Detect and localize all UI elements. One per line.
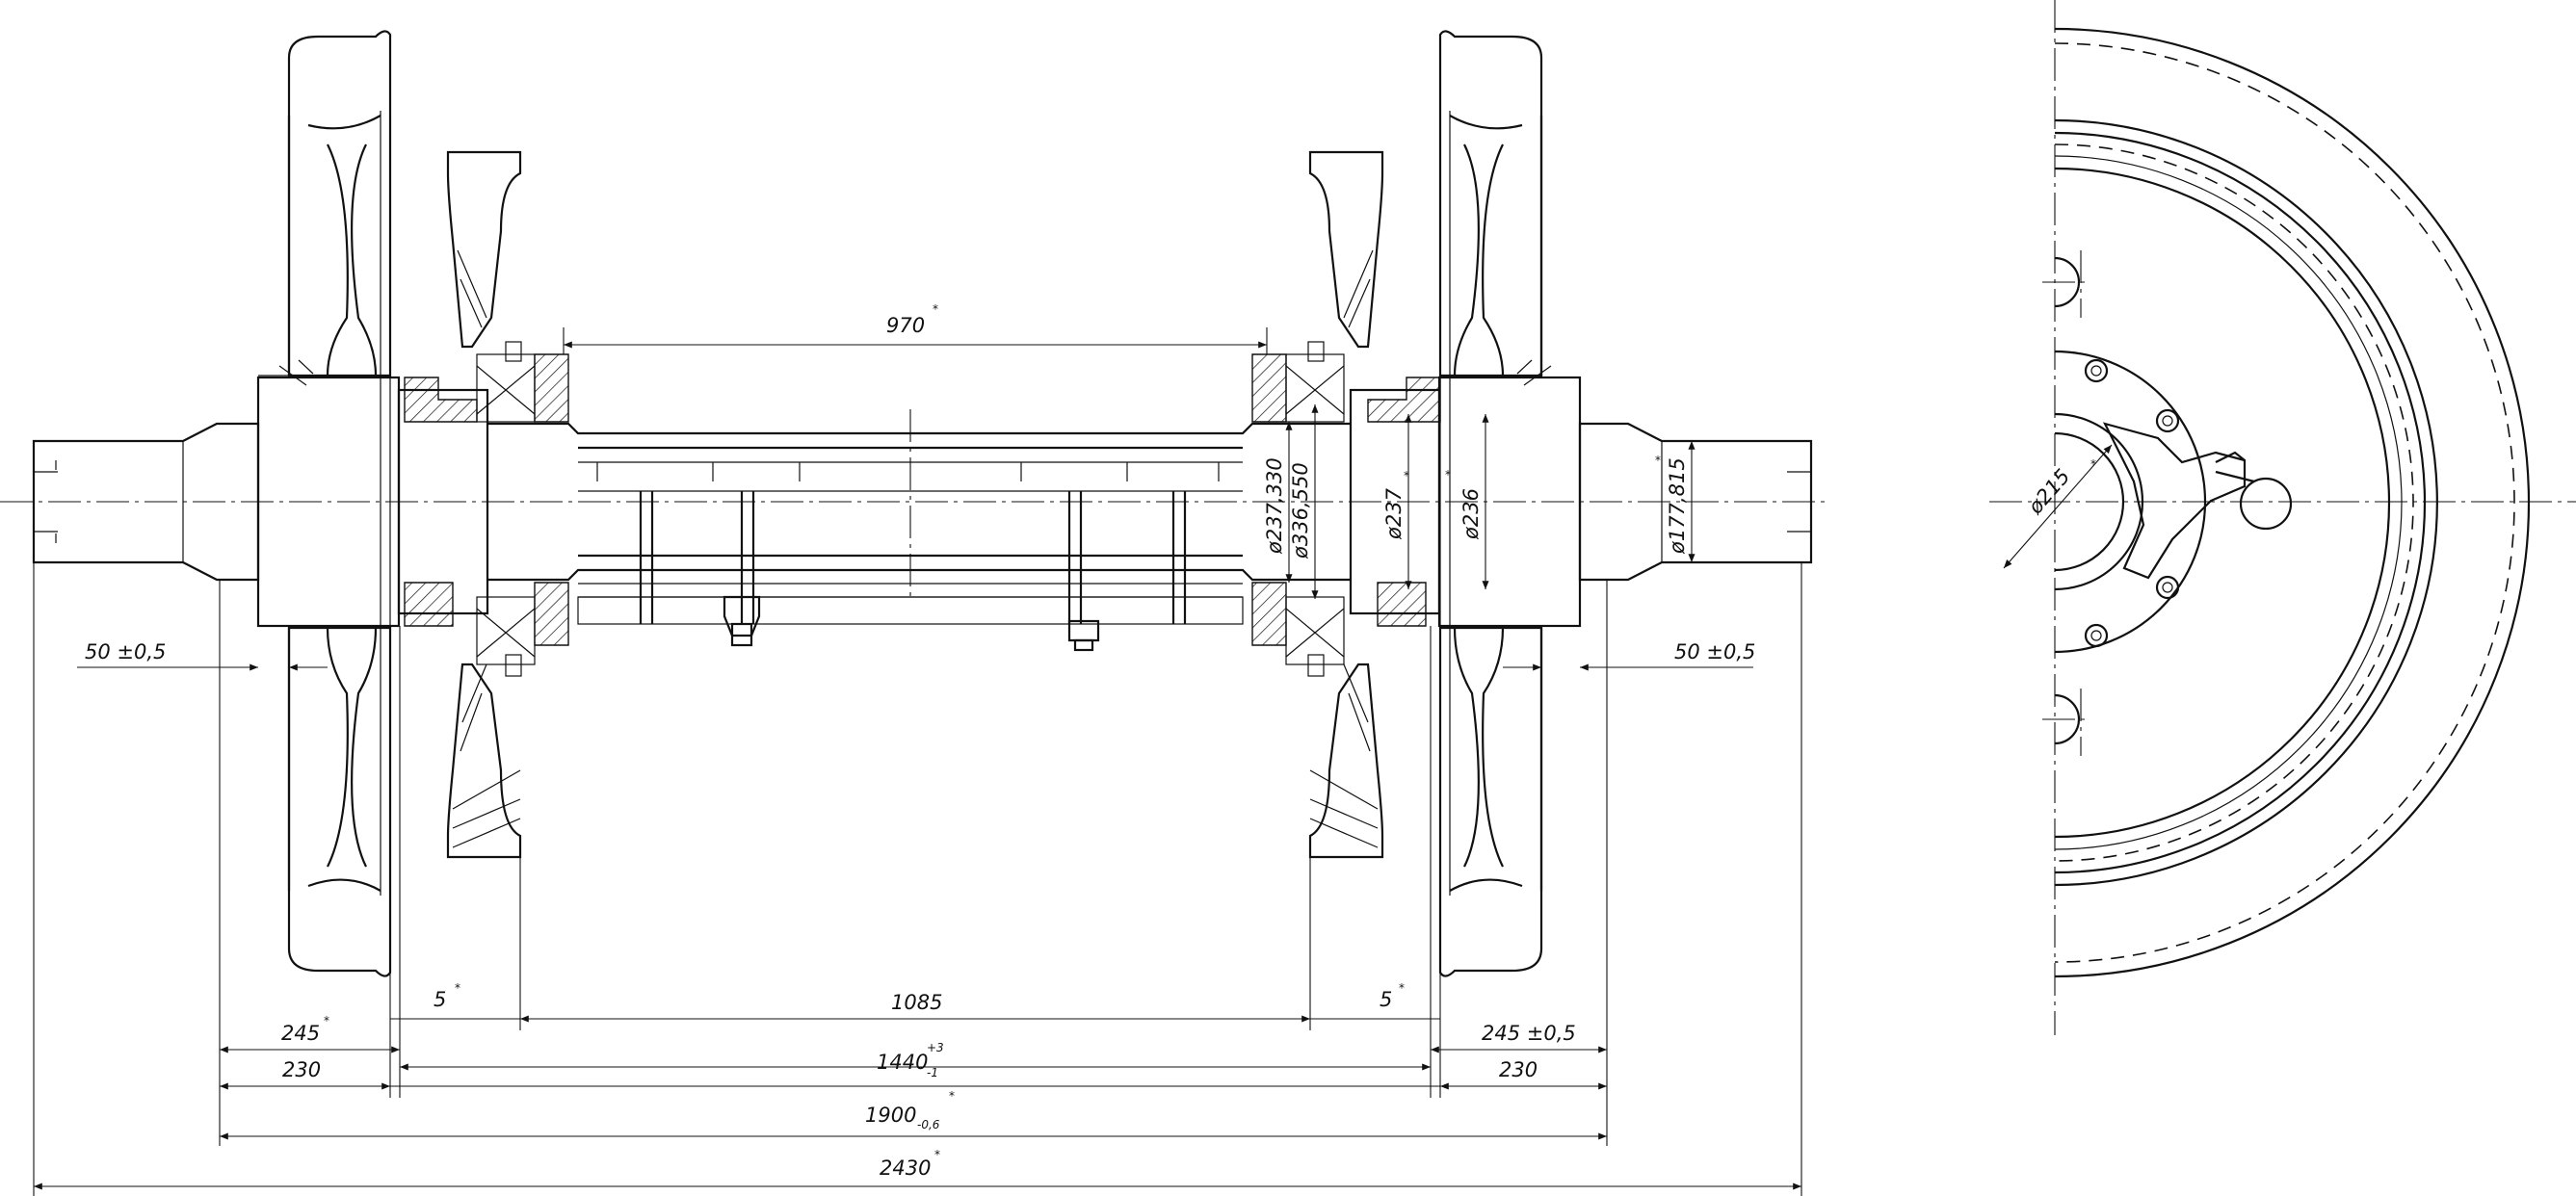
svg-text:*: *	[1445, 468, 1451, 481]
dim-230-left: 230	[282, 1058, 321, 1081]
axle-tube	[487, 409, 1351, 652]
dim-dia-237: ø237	[1382, 487, 1406, 540]
brake-pin	[2239, 477, 2293, 531]
svg-text:*: *	[933, 302, 938, 316]
dim-1085: 1085	[891, 991, 942, 1014]
dim-1900: 1900	[865, 1104, 916, 1127]
svg-text:*: *	[1404, 469, 1409, 482]
dim-245-left: 245	[281, 1022, 320, 1045]
svg-text:*: *	[455, 981, 460, 995]
svg-text:*: *	[1655, 454, 1661, 467]
left-brake-disc	[446, 150, 522, 859]
hub-flange	[2054, 350, 2207, 654]
end-view: ø215 *	[1989, 0, 2576, 1035]
brake-arm	[2102, 422, 2247, 580]
dim-5-right: 5	[1380, 988, 1392, 1011]
dim-2430: 2430	[880, 1157, 931, 1180]
svg-text:-1: -1	[927, 1066, 938, 1079]
dim-50-left: 50 ±0,5	[85, 640, 166, 663]
dim-245-right: 245 ±0,5	[1482, 1022, 1576, 1045]
dim-5-left: 5	[434, 988, 446, 1011]
dim-230-right: 230	[1499, 1058, 1538, 1081]
dimension-lines: 970 * 1085 5 * 5 * 245 * 245 ±0,5 1440 +…	[33, 302, 1802, 1196]
svg-text:*: *	[324, 1014, 329, 1027]
dim-1440: 1440	[877, 1051, 928, 1074]
dim-dia-215: ø215	[2023, 465, 2074, 519]
svg-text:+3: +3	[927, 1041, 944, 1054]
svg-text:-0,6: -0,6	[917, 1118, 940, 1131]
dim-dia-236: ø236	[1459, 488, 1483, 540]
dim-50-right: 50 ±0,5	[1674, 640, 1755, 663]
wheel-tread-outline	[2054, 27, 2531, 978]
svg-text:*: *	[1399, 981, 1405, 995]
svg-text:*: *	[949, 1089, 955, 1103]
axle-assembly	[0, 341, 1830, 677]
left-wheel	[258, 30, 392, 977]
svg-text:*: *	[2090, 457, 2096, 471]
dim-dia-237-330: ø237,330	[1263, 457, 1286, 555]
right-drain-bolt	[1067, 619, 1100, 642]
right-wheel	[1438, 30, 1552, 977]
svg-text:*: *	[934, 1148, 940, 1161]
left-bearing-housing	[404, 341, 569, 677]
dim-dia-336-550: ø336,550	[1289, 462, 1312, 559]
right-brake-disc	[1308, 150, 1384, 859]
dim-970: 970	[886, 314, 925, 337]
hub-bolts	[2084, 358, 2180, 648]
dim-dia-177-815: ø177,815	[1666, 457, 1689, 555]
